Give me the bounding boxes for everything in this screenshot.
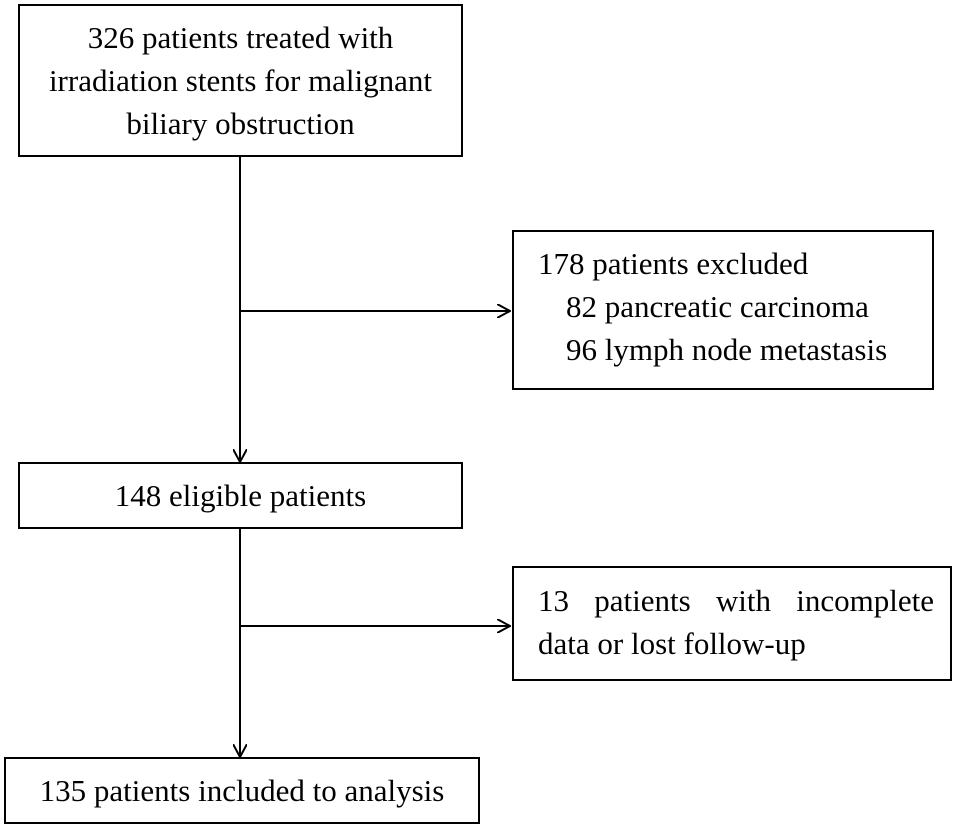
start-line-3: biliary obstruction [126,106,355,141]
start-line-2: irradiation stents for malignant [48,63,433,98]
excluded-2-line-2: data or lost follow-up [538,626,806,661]
final-box: 135 patients included to analysis [4,757,480,824]
excluded-1-item-2: 96 lymph node metastasis [566,332,888,367]
excluded-2-word-4: incomplete [796,583,934,618]
excluded-box-1: 178 patients excluded 82 pancreatic carc… [512,230,934,390]
final-label: 135 patients included to analysis [39,773,445,808]
excluded-2-word-3: with [715,583,772,618]
excluded-2-word-1: 13 [538,583,569,618]
eligible-box: 148 eligible patients [18,462,463,529]
start-line-1: 326 patients treated with [87,20,394,55]
start-box: 326 patients treated with irradiation st… [18,4,463,157]
excluded-2-word-2: patients [594,583,691,618]
eligible-label: 148 eligible patients [114,478,367,513]
excluded-2-line-1: 13 patients with incomplete [538,582,934,620]
excluded-1-item-1: 82 pancreatic carcinoma [566,289,869,324]
excluded-1-heading: 178 patients excluded [538,246,809,281]
excluded-box-2: 13 patients with incomplete data or lost… [512,566,952,681]
